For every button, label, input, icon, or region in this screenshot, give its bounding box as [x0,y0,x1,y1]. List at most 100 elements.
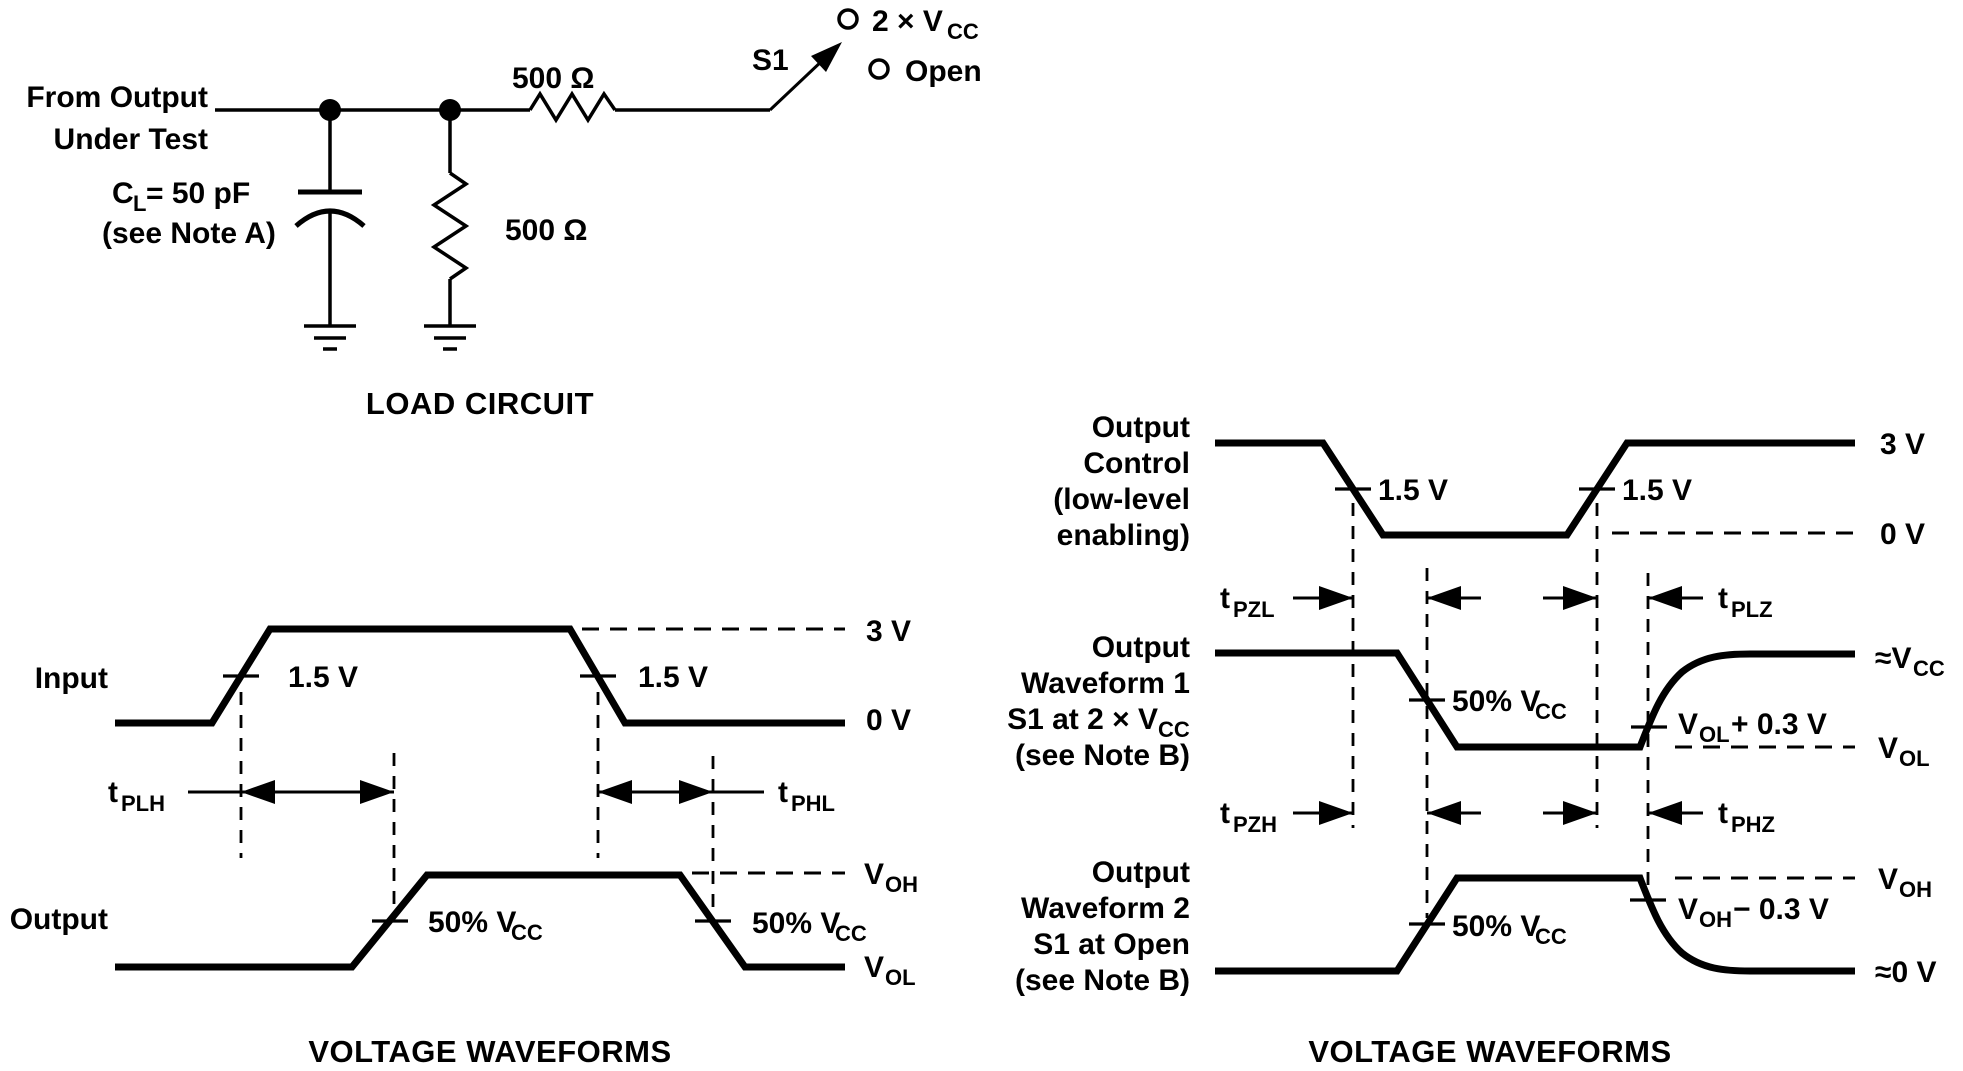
wf1-fall-ref-main: 50% V [1452,685,1540,718]
from-output-label-line2: Under Test [54,123,208,156]
propagation-delay-waveforms: Input Output t PLH t [10,615,918,1069]
approx-vcc-label-sub: CC [1913,656,1945,681]
right-waveforms-title: VOLTAGE WAVEFORMS [1308,1034,1671,1069]
vol-label-right-sub: OL [1899,746,1930,771]
enable-disable-waveforms: Output Control (low-level enabling) 1.5 … [1007,411,1945,1069]
out-rise-ref-sub: CC [511,920,543,945]
output-waveform-1 [1215,649,1855,751]
tphl-right-arrowhead [679,780,713,804]
tphl-left-arrowhead [598,780,632,804]
out-fall-ref-sub: CC [835,921,867,946]
tphz-start-arrowhead [1563,801,1597,825]
tpzh-label-sub: PZH [1233,812,1277,837]
approx-0v-label: ≈0 V [1875,956,1937,989]
control-label-line3: (low-level [1053,483,1190,516]
output-waveform [115,871,845,971]
switch-pos1-main: 2 × V [872,5,943,38]
voh-minus-label-rest: − 0.3 V [1733,893,1829,926]
out-fall-ref-main: 50% V [752,907,840,940]
input-fall-ref-label: 1.5 V [638,661,708,694]
cap-value-sub: L [133,191,146,216]
wf1-label-line3-sub: CC [1158,717,1190,742]
voh-label-right-main: V [1878,863,1898,896]
vol-label-main: V [864,951,884,984]
tpzl-arrowhead [1319,586,1353,610]
shunt-resistor-symbol [430,171,470,281]
vol-plus-label-sub: OL [1699,722,1730,747]
tphl-measurement: t PHL [598,776,835,816]
control-rise-ref-label: 1.5 V [1622,474,1692,507]
switch-name: S1 [752,44,789,77]
wf1-label-line1: Output [1092,631,1190,664]
vol-plus-label-rest: + 0.3 V [1731,708,1827,741]
switch-pos2: Open [905,55,982,88]
control-fall-ref-label: 1.5 V [1378,474,1448,507]
tphz-label-main: t [1718,797,1728,830]
tpzl-label-main: t [1220,582,1230,615]
from-output-label-line1: From Output [26,81,208,114]
switch-lever [768,57,826,112]
voh-label-sub: OH [885,872,918,897]
tpzh-label-main: t [1220,797,1230,830]
left-waveforms-title: VOLTAGE WAVEFORMS [308,1034,671,1069]
cap-note: (see Note A) [102,217,276,250]
out-rise-ref-main: 50% V [428,906,516,939]
wf1-label-line4: (see Note B) [1015,739,1190,772]
tpzl-label-sub: PZL [1233,597,1275,622]
control-label-line1: Output [1092,411,1190,444]
tplz-label-sub: PLZ [1731,597,1773,622]
switch-contact-open [868,58,890,80]
switch-arrowhead [811,42,842,72]
vol-label-right-main: V [1878,732,1898,765]
capacitor-plate-curved [294,208,366,228]
voh-label-right-sub: OH [1899,877,1932,902]
tplh-right-arrowhead [360,780,394,804]
tplh-label-sub: PLH [121,791,165,816]
cap-value-main: C [112,177,134,210]
cap-value-rest: = 50 pF [146,177,250,210]
tplz-label-main: t [1718,582,1728,615]
ground-symbol-capacitor [304,324,356,351]
switch-contact-vcc [837,8,859,30]
wf1-label-line3-main: S1 at 2 × V [1007,703,1158,736]
tphl-label-main: t [778,776,788,809]
wf2-label-line1: Output [1092,856,1190,889]
wf2-rise-ref-main: 50% V [1452,910,1540,943]
load-circuit-title: LOAD CIRCUIT [366,386,594,421]
approx-vcc-label-main: ≈V [1875,642,1911,675]
series-resistor-symbol [528,90,617,124]
input-label: Input [35,662,108,695]
vol-plus-label-main: V [1678,708,1698,741]
ground-symbol-resistor [424,324,476,351]
wf2-rise-ref-sub: CC [1535,924,1567,949]
shunt-resistor-value: 500 Ω [505,214,587,247]
tpzh-tphz-measurement: t PZH t PHZ [1220,797,1775,837]
wf1-label-line2: Waveform 1 [1021,667,1190,700]
control-label-line2: Control [1083,447,1190,480]
wf1-fall-ref-sub: CC [1535,699,1567,724]
voh-minus-label-main: V [1678,893,1698,926]
level-3v-label-right: 3 V [1880,428,1925,461]
load-circuit-diagram: From Output Under Test 500 Ω C L = 50 pF… [26,5,981,421]
voh-minus-label-sub: OH [1699,907,1732,932]
level-0v-label: 0 V [866,704,911,737]
level-3v-label: 3 V [866,615,911,648]
output-control-waveform [1215,439,1855,539]
control-label-line4: enabling) [1057,519,1190,552]
output-label: Output [10,903,108,936]
vol-label-sub: OL [885,965,916,990]
output-waveform-2 [1215,874,1855,975]
switch-pos1-sub: CC [947,19,979,44]
tplh-measurement: t PLH [108,776,394,816]
series-resistor-value: 500 Ω [512,62,594,95]
level-0v-label-right: 0 V [1880,518,1925,551]
tplh-label-main: t [108,776,118,809]
wf2-label-line2: Waveform 2 [1021,892,1190,925]
input-waveform [115,625,845,727]
tpzh-arrowhead [1319,801,1353,825]
tplz-start-arrowhead [1563,586,1597,610]
wf2-label-line3: S1 at Open [1033,928,1190,961]
tplh-left-arrowhead [241,780,275,804]
